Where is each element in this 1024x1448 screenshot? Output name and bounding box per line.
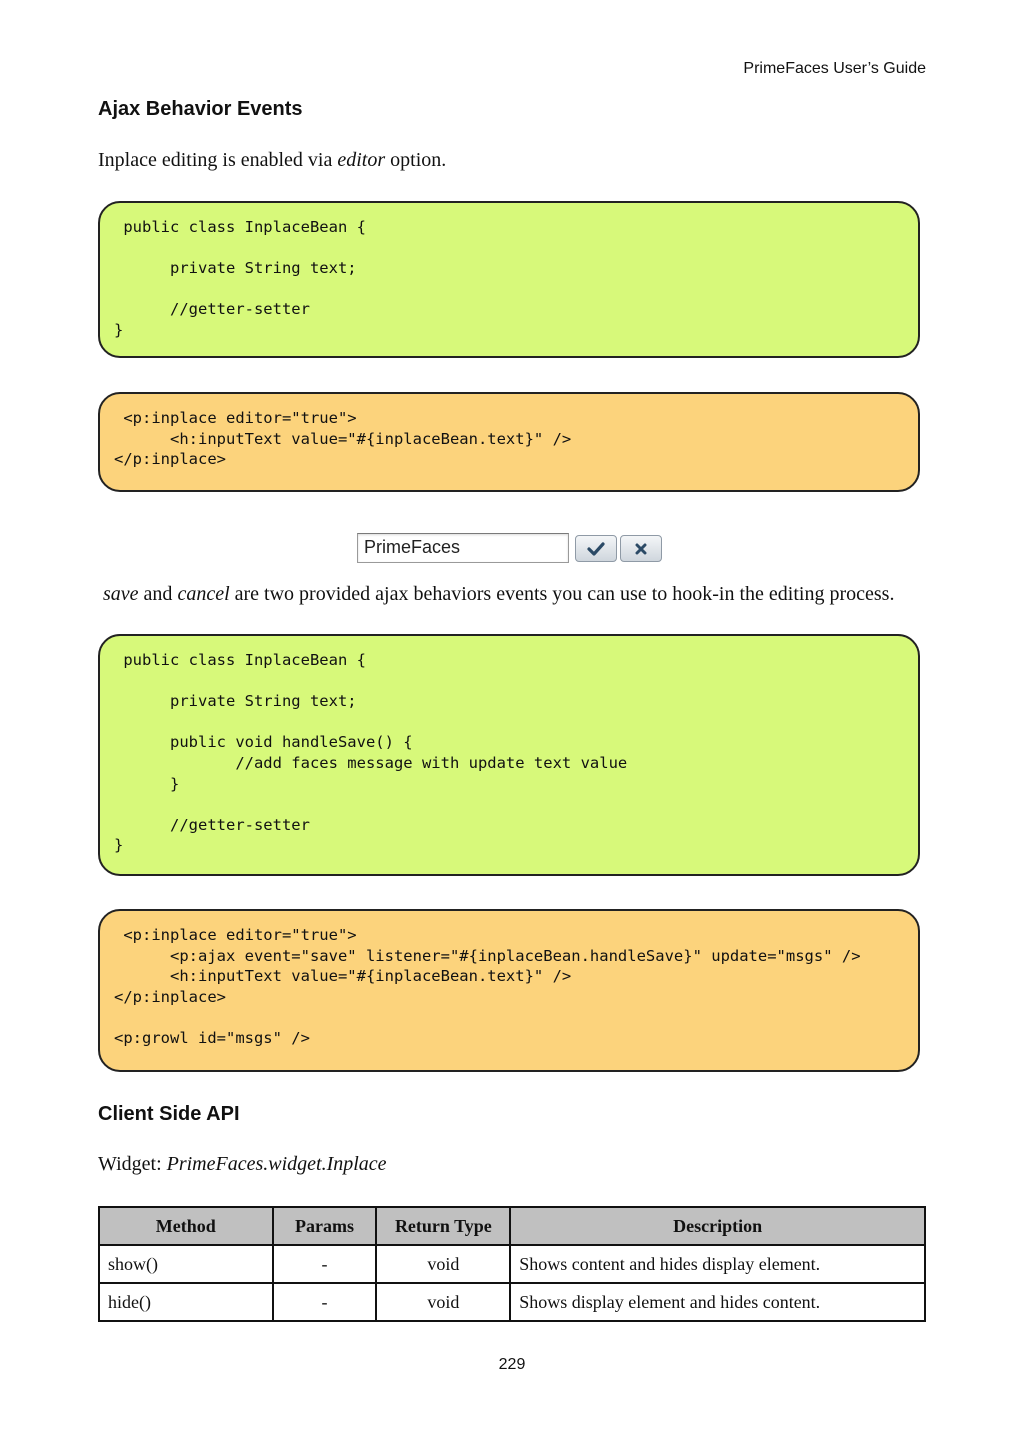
- table-row: show() - void Shows content and hides di…: [98, 1244, 926, 1284]
- code-block-bean: public class InplaceBean { private Strin…: [98, 201, 920, 358]
- intro-text-before: Inplace editing is enabled via: [98, 149, 338, 171]
- description-cell: Shows display element and hides content.: [509, 1282, 926, 1322]
- column-header-params: Params: [271, 1206, 378, 1246]
- column-header-method: Method: [98, 1206, 274, 1246]
- code-block-inplace-ajax: <p:inplace editor="true"> <p:ajax event=…: [98, 909, 920, 1072]
- section-heading-ajax-behavior-events: Ajax Behavior Events: [98, 98, 303, 120]
- method-cell: hide(): [98, 1282, 274, 1322]
- widget-label: Widget:: [98, 1153, 167, 1175]
- params-cell: -: [271, 1244, 378, 1284]
- code-block-bean-handler: public class InplaceBean { private Strin…: [98, 634, 920, 876]
- inplace-editor-example: PrimeFaces: [357, 532, 663, 564]
- code-block-inplace: <p:inplace editor="true"> <h:inputText v…: [98, 392, 920, 492]
- code-text: <p:inplace editor="true"> <p:ajax event=…: [114, 926, 861, 1047]
- inplace-text-input[interactable]: PrimeFaces: [357, 533, 569, 563]
- code-text: public class InplaceBean { private Strin…: [114, 218, 366, 339]
- section-heading-client-side-api: Client Side API: [98, 1103, 240, 1125]
- description-cell: Shows content and hides display element.: [509, 1244, 926, 1284]
- column-header-return-type: Return Type: [375, 1206, 512, 1246]
- widget-line: Widget: PrimeFaces.widget.Inplace: [98, 1152, 387, 1176]
- cancel-emphasis: cancel: [177, 583, 230, 605]
- widget-name: PrimeFaces.widget.Inplace: [166, 1153, 387, 1175]
- table-header-row: Method Params Return Type Description: [98, 1206, 926, 1246]
- page-number: 229: [498, 1356, 526, 1373]
- save-cancel-paragraph: save and cancel are two provided ajax be…: [103, 582, 894, 606]
- save-button[interactable]: [575, 535, 617, 562]
- code-text: public class InplaceBean { private Strin…: [114, 651, 628, 855]
- return-type-cell: void: [375, 1282, 512, 1322]
- method-cell: show(): [98, 1244, 274, 1284]
- save-emphasis: save: [103, 583, 139, 605]
- and-text: and: [138, 583, 178, 605]
- intro-text-after: option.: [385, 149, 447, 171]
- intro-emphasis: editor: [337, 149, 386, 171]
- client-api-table: Method Params Return Type Description sh…: [98, 1206, 926, 1322]
- intro-paragraph: Inplace editing is enabled via editor op…: [98, 148, 446, 172]
- cancel-button[interactable]: [620, 535, 662, 562]
- paragraph-rest: are two provided ajax behaviors events y…: [229, 583, 895, 605]
- params-cell: -: [271, 1282, 378, 1322]
- check-icon: [587, 541, 605, 556]
- running-header: PrimeFaces User’s Guide: [743, 60, 926, 77]
- close-icon: [635, 543, 647, 554]
- table-row: hide() - void Shows display element and …: [98, 1282, 926, 1322]
- return-type-cell: void: [375, 1244, 512, 1284]
- column-header-description: Description: [509, 1206, 926, 1246]
- code-text: <p:inplace editor="true"> <h:inputText v…: [114, 409, 572, 469]
